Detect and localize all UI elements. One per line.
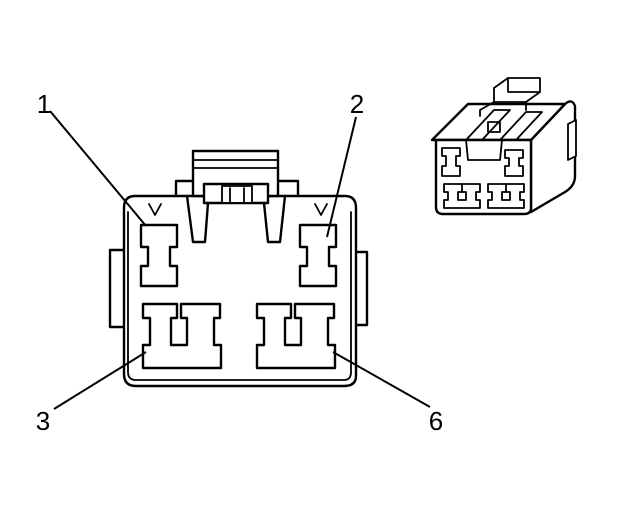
terminal-cavity-3 <box>141 302 223 370</box>
right-notch <box>314 203 328 216</box>
face-inner-outline <box>127 211 352 381</box>
callout-label-6: 6 <box>429 406 443 436</box>
iso-latch <box>493 77 541 103</box>
right-side-rib <box>354 250 369 327</box>
callout-label-3: 3 <box>36 406 50 436</box>
connector-housing <box>122 194 358 388</box>
iso-cavity-3 <box>443 183 481 209</box>
iso-cavity-6 <box>487 183 525 209</box>
connector-isometric-view <box>430 77 577 216</box>
leader-line-2 <box>326 116 357 238</box>
left-notch <box>148 203 162 216</box>
connector-face-view <box>108 149 369 388</box>
locking-latch <box>185 149 287 244</box>
leader-line-3 <box>53 351 147 410</box>
callout-label-1: 1 <box>37 89 51 119</box>
left-side-rib <box>108 248 123 329</box>
leader-line-1 <box>49 110 147 227</box>
iso-cavity-1 <box>441 147 461 177</box>
callout-label-2: 2 <box>350 89 364 119</box>
iso-cavity-2 <box>504 149 524 177</box>
iso-side-rib <box>567 119 577 161</box>
terminal-cavity-1 <box>139 223 179 288</box>
leader-line-6 <box>332 351 431 408</box>
terminal-cavity-6 <box>255 302 337 370</box>
terminal-cavity-2 <box>298 223 338 288</box>
